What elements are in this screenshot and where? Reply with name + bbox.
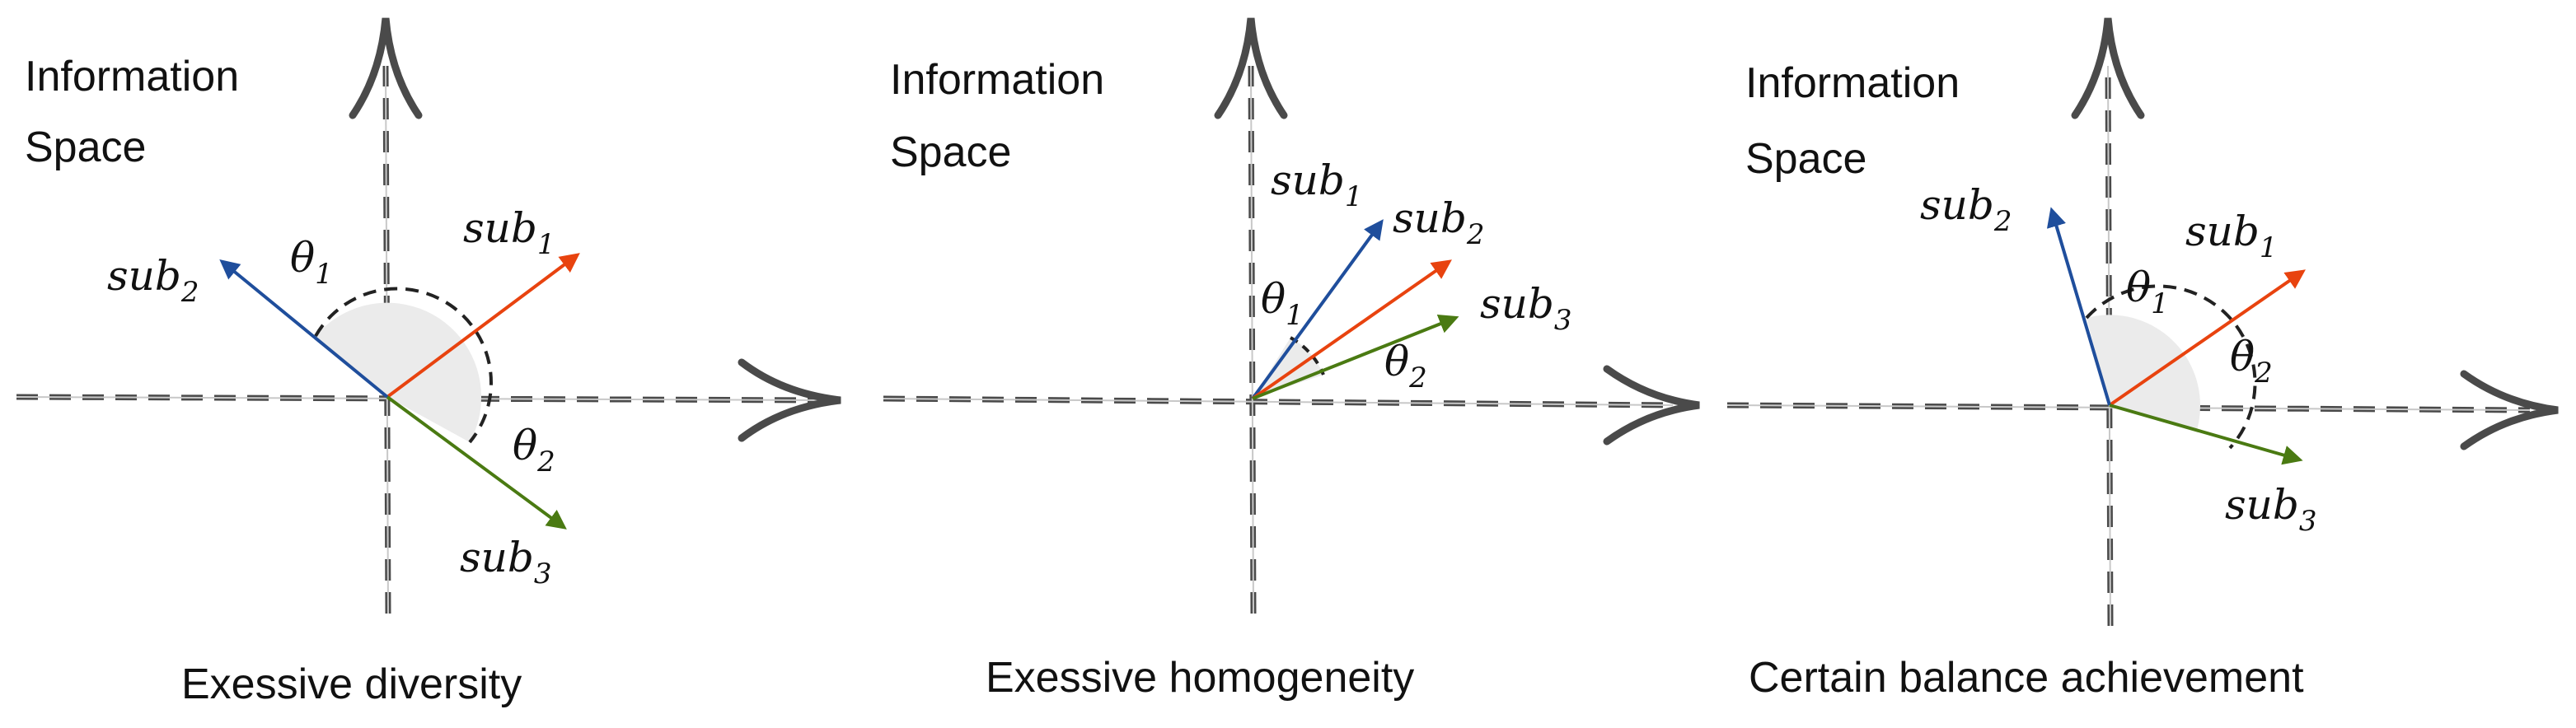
vector-sub2	[219, 259, 389, 399]
label-sub1: sub1	[1271, 156, 1363, 213]
x-axis-arrowhead	[1603, 365, 1700, 446]
label-theta1: θ1	[2126, 264, 2169, 320]
label-theta1: θ1	[1261, 275, 1304, 332]
angle-arc	[2085, 284, 2257, 450]
vector-sub3	[1252, 314, 1459, 400]
space-label: Information Space	[1745, 59, 1972, 183]
x-axis-arrowhead	[738, 358, 841, 442]
x-axis-arrowhead	[2460, 370, 2559, 450]
label-theta2: θ2	[513, 422, 555, 478]
angle-sector-2	[387, 397, 482, 442]
angle-sector	[316, 302, 482, 397]
panel-caption: Exessive homogeneity	[986, 654, 1414, 702]
vector-sub2	[2046, 207, 2111, 406]
angle-arc	[314, 287, 493, 444]
label-theta2: θ2	[2230, 333, 2273, 390]
label-sub2: sub2	[1393, 194, 1485, 251]
angle-sector	[2087, 315, 2200, 405]
label-sub2: sub2	[1920, 181, 2012, 238]
label-sub1: sub1	[463, 204, 555, 261]
vector-sub1	[2108, 269, 2306, 407]
label-sub1: sub1	[2185, 208, 2278, 264]
vector-sub2	[1251, 259, 1452, 400]
vector-sub3	[2109, 404, 2303, 465]
panel-excessive-homogeneity: Information Space sub1 sub2 sub3 θ1 θ2 E…	[883, 17, 1700, 702]
space-label: Information Space	[25, 53, 251, 171]
axis-thin-guides	[883, 65, 1674, 614]
angle-sector	[1253, 338, 1323, 399]
panel-caption: Certain balance achievement	[1749, 654, 2304, 702]
panel-certain-balance: Information Space sub1 sub2 sub3 θ1 θ2 C…	[1726, 17, 2559, 702]
label-sub3: sub3	[1480, 280, 1572, 337]
vector-sub3	[386, 395, 567, 530]
y-axis-arrowhead	[349, 17, 423, 119]
label-theta1: θ1	[290, 234, 333, 291]
vector-sub1	[1251, 219, 1384, 400]
space-label: Information Space	[890, 56, 1117, 176]
panel-excessive-diversity: Information Space sub1 sub2 sub3 θ1 θ2 E…	[16, 17, 841, 708]
y-axis-arrowhead	[2071, 17, 2145, 119]
label-theta2: θ2	[1384, 338, 1427, 394]
label-sub3: sub3	[2225, 481, 2317, 538]
y-axis-arrowhead	[1214, 17, 1288, 119]
vector-sub1	[386, 253, 580, 399]
label-sub3: sub3	[460, 534, 552, 590]
label-sub2: sub2	[107, 252, 199, 309]
panel-caption: Exessive diversity	[181, 660, 522, 708]
